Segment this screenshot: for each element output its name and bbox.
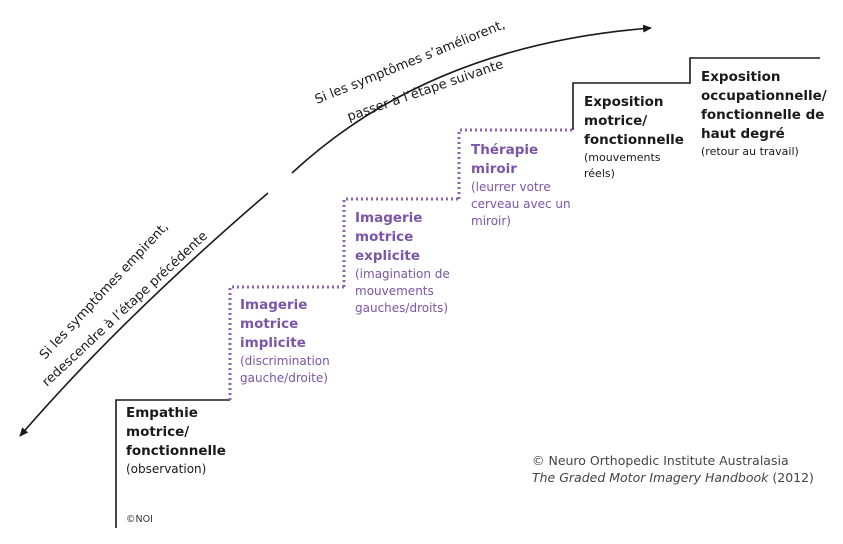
step-3-label: Imagerie motrice explicite (imagination … <box>355 209 450 317</box>
step-3-title: Imagerie motrice explicite <box>355 210 423 264</box>
step-1-desc: (observation) <box>126 462 207 476</box>
step-5-label: Exposition motrice/ fonctionnelle (mouve… <box>584 93 684 182</box>
progress-label-2: passer à l’étape suivante <box>345 57 505 125</box>
copyright-line: © Neuro Orthopedic Institute Australasia <box>532 453 789 468</box>
step-4-outline <box>457 128 573 199</box>
step-5-desc: (mouvements réels) <box>584 151 661 180</box>
progress-label-line2: passer à l’étape suivante <box>345 57 505 125</box>
regress-arrow <box>19 192 269 437</box>
step-4-title: Thérapie miroir <box>471 142 539 177</box>
step-6-title: Exposition occupationnelle/ fonctionnell… <box>701 69 827 142</box>
step-5-title: Exposition motrice/ fonctionnelle <box>584 94 684 148</box>
step-5-outline <box>572 57 820 130</box>
book-year: (2012) <box>768 470 814 485</box>
regress-label-line2: redescendre à l’étape précédente <box>39 229 210 390</box>
step-1-outline <box>115 399 230 528</box>
step-2-label: Imagerie motrice implicite (discriminati… <box>240 296 330 387</box>
progress-arrow <box>291 24 652 174</box>
step-6-desc: (retour au travail) <box>701 145 799 158</box>
step-6-label: Exposition occupationnelle/ fonctionnell… <box>701 68 827 160</box>
step-1-title: Empathie motrice/ fonctionnelle <box>126 405 226 459</box>
book-title: The Graded Motor Imagery Handbook <box>532 470 769 485</box>
step-2-title: Imagerie motrice implicite <box>240 297 308 351</box>
copyright-notice: © Neuro Orthopedic Institute Australasia… <box>532 452 814 486</box>
copyright-book: The Graded Motor Imagery Handbook (2012) <box>532 469 814 486</box>
step-1-label: Empathie motrice/ fonctionnelle (observa… <box>126 404 226 478</box>
step-4-label: Thérapie miroir (leurrer votre cerveau a… <box>471 141 571 230</box>
step-3-desc: (imagination de mouvements gauches/droit… <box>355 267 450 315</box>
noi-mark: ©NOI <box>126 514 153 525</box>
step-2-desc: (discrimination gauche/droite) <box>240 354 330 385</box>
step-4-desc: (leurrer votre cerveau avec un miroir) <box>471 180 571 228</box>
regress-label-2: redescendre à l’étape précédente <box>39 229 210 390</box>
